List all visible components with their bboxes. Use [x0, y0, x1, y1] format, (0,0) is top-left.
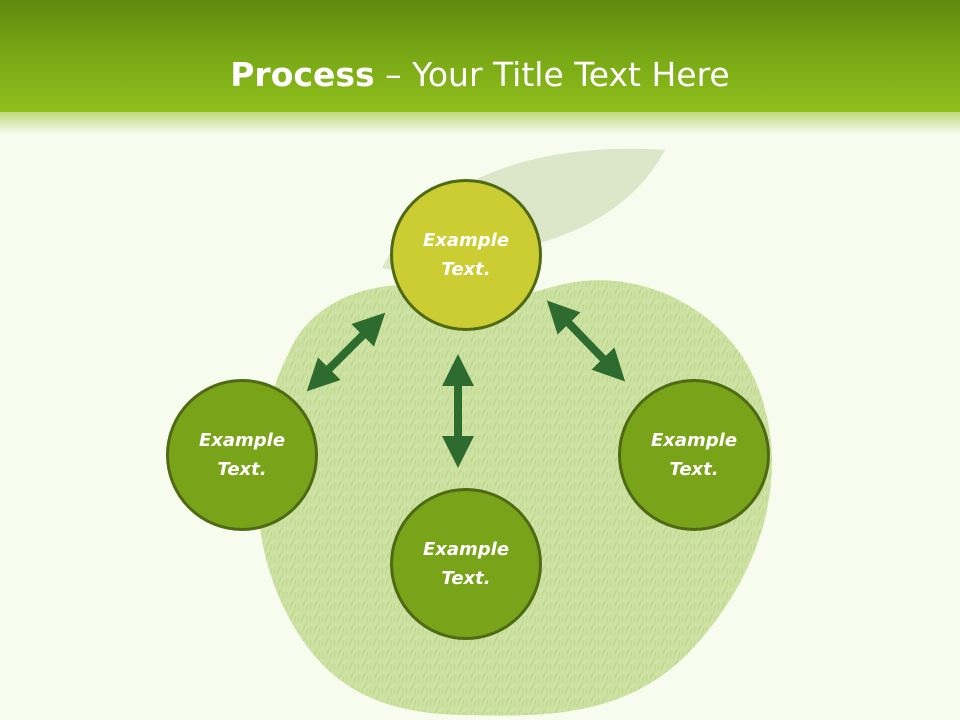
node-label: Example Text.: [650, 430, 738, 480]
page-title: Process – Your Title Text Here: [0, 52, 960, 98]
arrow-top-left: [306, 312, 386, 392]
process-node-top: Example Text.: [390, 179, 542, 331]
node-label: Example Text.: [422, 230, 510, 280]
title-rest-part: – Your Title Text Here: [374, 55, 730, 94]
title-bold-part: Process: [230, 55, 375, 94]
process-node-left: Example Text.: [166, 379, 318, 531]
arrow-top-right: [546, 300, 626, 382]
node-label: Example Text.: [198, 430, 286, 480]
node-label: Example Text.: [422, 539, 510, 589]
title-banner-fade: [0, 112, 960, 134]
process-node-bottom: Example Text.: [390, 488, 542, 640]
title-banner: [0, 0, 960, 112]
process-node-right: Example Text.: [618, 379, 770, 531]
